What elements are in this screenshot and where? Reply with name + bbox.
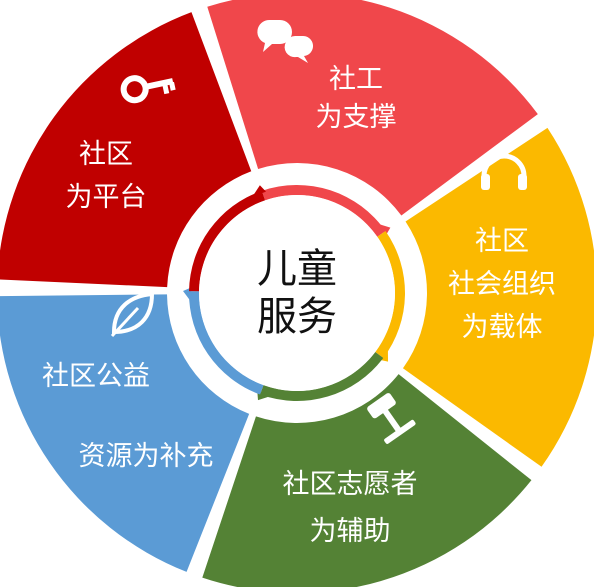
segment-line: 资源为补充 <box>79 441 214 472</box>
center-label: 儿童 服务 <box>257 246 337 340</box>
segment-label-community-organizations: 社区 社会组织 为载体 <box>448 226 556 343</box>
inner-ring-arc-community-organizations <box>375 231 405 358</box>
segment-wedge-community-organizations <box>402 127 594 467</box>
segment-line: 社区公益 <box>42 361 150 392</box>
segment-label-social-work: 社工 为支撑 <box>316 64 397 133</box>
inner-ring-arrow-community-platform <box>252 185 267 197</box>
inner-ring-arc-social-work <box>261 185 386 237</box>
inner-ring-arc-community-platform <box>189 190 266 292</box>
segment-label-community-welfare: 社区公益 资源为补充 <box>42 361 214 472</box>
segment-line: 社会组织 <box>448 269 556 300</box>
center-line: 服务 <box>257 294 337 340</box>
segment-line: 为辅助 <box>310 516 391 547</box>
segment-line: 为载体 <box>462 312 543 343</box>
segment-line: 为支撑 <box>316 102 397 133</box>
segment-wedge-community-welfare <box>0 294 250 572</box>
key-icon <box>120 75 176 104</box>
segment-line: 社区 <box>475 226 529 257</box>
headphones-icon <box>481 153 527 190</box>
segment-wedge-community-volunteers <box>202 374 532 587</box>
segment-label-community-volunteers: 社区志愿者 为辅助 <box>283 469 418 547</box>
center-disc <box>199 195 395 391</box>
inner-ring-arrow-community-welfare <box>183 287 192 303</box>
segment-line: 社区志愿者 <box>283 469 418 500</box>
center-line: 儿童 <box>257 246 337 292</box>
segment-line: 社工 <box>329 64 383 95</box>
gavel-icon <box>367 393 416 444</box>
segment-line: 为平台 <box>66 182 147 213</box>
inner-ring-arc-community-welfare <box>189 291 264 395</box>
segment-wedge-community-platform <box>0 12 252 288</box>
segment-line: 社区 <box>79 139 133 170</box>
chat-bubbles-icon <box>257 19 314 63</box>
segment-label-community-platform: 社区 为平台 <box>66 139 147 213</box>
inner-ring-arrow-community-volunteers <box>257 391 272 401</box>
inner-ring-arc-community-volunteers <box>260 351 384 401</box>
leaf-icon <box>110 291 155 338</box>
inner-ring-arrow-social-work <box>376 223 391 236</box>
inner-ring <box>183 185 405 401</box>
